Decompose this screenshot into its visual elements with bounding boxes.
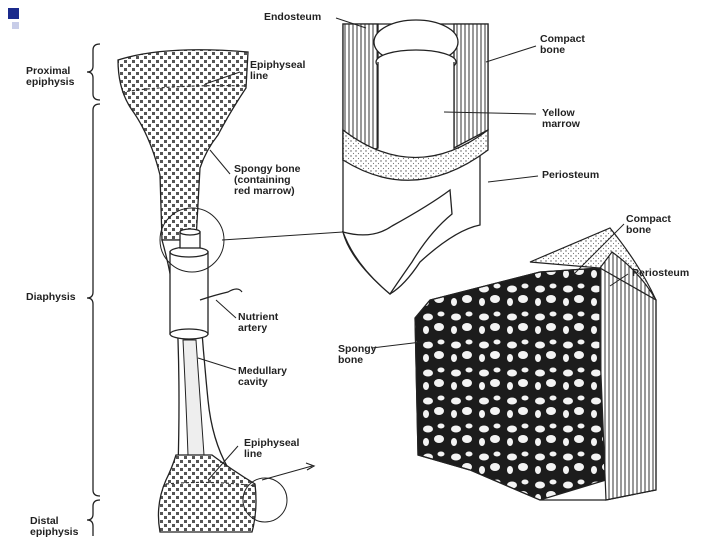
leader-compact-bottom [571, 223, 625, 277]
distal-brace [86, 499, 101, 536]
label-epiphyseal-line-bottom-line2: line [244, 448, 263, 460]
long-bone [117, 49, 288, 533]
label-medullary-cavity-line1: Medullary [238, 365, 288, 377]
spongy-block [414, 227, 657, 501]
label-epiphyseal-line-top-line2: line [250, 70, 269, 82]
label-nutrient-artery-line1: Nutrient [238, 311, 279, 323]
label-spongy-bone-red-line1: Spongy bone [234, 163, 301, 175]
connector-top [221, 231, 344, 241]
label-spongy-bone-line1: Spongy [338, 343, 377, 355]
trabecular-block [414, 267, 607, 501]
label-yellow-marrow-line1: Yellow [542, 107, 575, 119]
label-compact-bone-top-line1: Compact [540, 33, 585, 45]
label-periosteum-bottom: Periosteum [632, 267, 690, 279]
leader-medullary [197, 357, 237, 371]
connector-distal [261, 465, 313, 481]
proximal-brace [86, 43, 101, 101]
label-compact-bone-top-line2: bone [540, 44, 566, 56]
label-proximal-epiphysis-line1: Proximal [26, 65, 71, 77]
leader-epiphyseal-bottom [207, 445, 239, 481]
label-yellow-marrow-line2: marrow [542, 118, 580, 130]
leader-spongy-red [209, 149, 231, 175]
leader-yellow [443, 111, 537, 115]
yellow-marrow [378, 62, 454, 148]
label-spongy-bone-red: Spongy bone (containing red marrow) [234, 164, 301, 197]
block-outline [414, 267, 657, 501]
leader-endosteum [335, 17, 367, 29]
leader-compact-top [485, 45, 537, 63]
nutrient-artery [199, 288, 243, 301]
section-cylinder [169, 251, 209, 335]
leader-spongy [371, 339, 439, 349]
cylinder-section [341, 19, 489, 295]
label-compact-bone-bottom: Compact bone [626, 214, 671, 236]
label-epiphyseal-line-top: Epiphyseal line [250, 60, 305, 82]
braces [86, 43, 101, 536]
leader-nutrient [215, 299, 237, 319]
slide-marker-shadow [12, 22, 19, 29]
proximal-head [117, 49, 249, 241]
label-compact-bone-bottom-line2: bone [626, 224, 652, 236]
compact-bone-wall-right [453, 23, 489, 150]
diaphysis-brace [86, 103, 101, 497]
label-nutrient-artery: Nutrient artery [238, 312, 278, 334]
label-medullary-cavity-line2: cavity [238, 376, 268, 388]
epiphyseal-line-bottom-mark [165, 481, 257, 487]
leader-periosteum-top [487, 175, 539, 183]
label-epiphyseal-line-bottom-line1: Epiphyseal [244, 437, 300, 449]
label-endosteum: Endosteum [264, 11, 322, 23]
leader-periosteum-bottom [609, 273, 629, 287]
label-proximal-epiphysis: Proximal epiphysis [26, 66, 74, 88]
label-compact-bone-bottom-line1: Compact [626, 213, 671, 225]
label-distal-epiphysis-line2: epiphysis [30, 526, 79, 538]
label-distal-epiphysis: Distal epiphysis [30, 516, 78, 538]
label-yellow-marrow: Yellow marrow [542, 108, 580, 130]
epiphyseal-line-top-mark [121, 85, 247, 93]
periosteum-band [342, 128, 489, 181]
label-periosteum-top: Periosteum [542, 169, 600, 181]
label-spongy-bone: Spongy bone [338, 344, 377, 366]
label-distal-epiphysis-line1: Distal [30, 515, 59, 527]
label-epiphyseal-line-bottom: Epiphyseal line [244, 438, 299, 460]
slide-marker [8, 8, 19, 19]
label-spongy-bone-line2: bone [338, 354, 364, 366]
label-spongy-bone-red-line2: (containing [234, 174, 291, 186]
outer-lamellae [599, 251, 657, 501]
label-medullary-cavity: Medullary cavity [238, 366, 287, 388]
label-spongy-bone-red-line3: red marrow) [234, 185, 295, 197]
periosteum-flap [341, 188, 453, 295]
label-diaphysis: Diaphysis [26, 291, 76, 303]
leader-epiphyseal-top [204, 71, 241, 85]
distal-magnify-circle [242, 477, 288, 523]
leader-lines [197, 17, 629, 481]
label-compact-bone-top: Compact bone [540, 34, 585, 56]
label-proximal-epiphysis-line2: epiphysis [26, 76, 75, 88]
label-nutrient-artery-line2: artery [238, 322, 268, 334]
label-epiphyseal-line-top-line1: Epiphyseal [250, 59, 306, 71]
distal-head [157, 454, 257, 533]
connector-arrow [305, 462, 316, 471]
